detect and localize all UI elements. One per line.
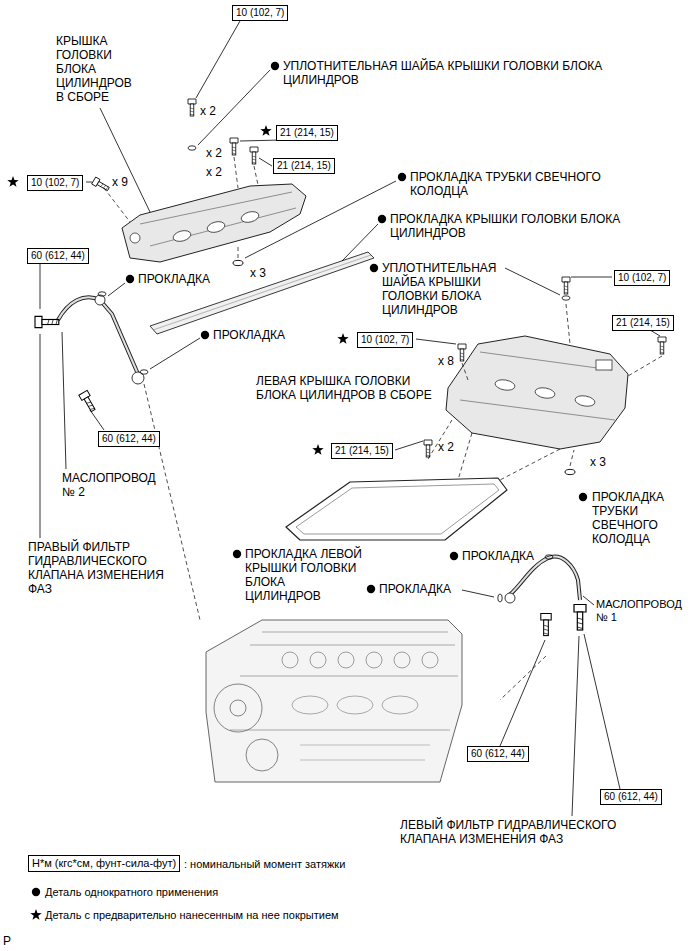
torque-value: 21 (214, 15) bbox=[616, 317, 670, 328]
torque-box: 10 (102, 7) bbox=[357, 332, 413, 348]
torque-box: 10 (102, 7) bbox=[27, 175, 83, 191]
part-name: ПРОКЛАДКА ЛЕВОЙ КРЫШКИ ГОЛОВКИ БЛОКА ЦИЛ… bbox=[245, 547, 363, 603]
part-name: ПРОКЛАДКА bbox=[138, 272, 210, 286]
part-name: ПРОКЛАДКА bbox=[379, 582, 451, 596]
leader-lines bbox=[40, 21, 660, 816]
part-name: ПРОКЛАДКА ТРУБКИ СВЕЧНОГО КОЛОДЦА bbox=[410, 170, 645, 198]
torque-value: 60 (612, 44) bbox=[604, 791, 658, 802]
legend-text: : номинальный момент затяжки bbox=[184, 857, 345, 871]
part-name: КРЫШКА ГОЛОВКИ БЛОКА ЦИЛИНДРОВ В СБОРЕ bbox=[56, 34, 136, 104]
quantity-label: x 3 bbox=[250, 266, 266, 280]
part-name: МАСЛОПРОВОД № 2 bbox=[62, 471, 162, 499]
part-name: УПЛОТНИТЕЛЬНАЯ ШАЙБА КРЫШКИ ГОЛОВКИ БЛОК… bbox=[283, 59, 603, 87]
torque-value: 10 (102, 7) bbox=[31, 177, 79, 188]
torque-value: 21 (214, 15) bbox=[277, 160, 331, 171]
cylinder-head-cover bbox=[122, 184, 306, 262]
quantity-label: x 2 bbox=[200, 104, 216, 118]
quantity-label: x 9 bbox=[112, 175, 128, 189]
quantity-label: x 2 bbox=[438, 440, 454, 454]
torque-value: 10 (102, 7) bbox=[236, 7, 284, 18]
torque-box: 60 (612, 44) bbox=[27, 248, 89, 264]
legend-text: Деталь однократного применения bbox=[45, 885, 218, 899]
oil-pipe-2 bbox=[35, 292, 148, 413]
quantity-label: x 8 bbox=[438, 354, 454, 368]
torque-box: 21 (214, 15) bbox=[331, 443, 393, 459]
torque-value: 21 (214, 15) bbox=[335, 445, 389, 456]
part-name: ПРОКЛАДКА bbox=[213, 328, 285, 342]
torque-box: 60 (612, 44) bbox=[600, 789, 662, 805]
engine-sketch bbox=[206, 620, 462, 782]
quantity-label: x 2 bbox=[206, 165, 222, 179]
cover-gasket bbox=[150, 252, 374, 334]
torque-box: 10 (102, 7) bbox=[614, 270, 670, 286]
part-name: ПРОКЛАДКА bbox=[462, 549, 534, 563]
torque-box: 21 (214, 15) bbox=[273, 158, 335, 174]
legend-torque-box: Н*м (кгс*см, фунт-сила-фут) bbox=[28, 855, 180, 872]
part-name: МАСЛОПРОВОД № 1 bbox=[596, 598, 686, 624]
legend-text: Деталь с предварительно нанесенным на не… bbox=[45, 908, 339, 922]
torque-value: 60 (612, 44) bbox=[31, 250, 85, 261]
torque-value: 21 (214, 15) bbox=[280, 127, 334, 138]
part-name: ЛЕВАЯ КРЫШКА ГОЛОВКИ БЛОКА ЦИЛИНДРОВ В С… bbox=[256, 374, 436, 402]
torque-value: 60 (612, 44) bbox=[471, 748, 525, 759]
quantity-label: x 2 bbox=[206, 146, 222, 160]
single-use-dots bbox=[32, 62, 587, 896]
part-name: ПРОКЛАДКА КРЫШКИ ГОЛОВКИ БЛОКА ЦИЛИНДРОВ bbox=[390, 212, 625, 240]
torque-box: 21 (214, 15) bbox=[612, 315, 674, 331]
torque-box: 60 (612, 44) bbox=[467, 746, 529, 762]
fasteners bbox=[92, 99, 666, 475]
left-cylinder-head-cover bbox=[446, 336, 628, 449]
part-name: ПРОКЛАДКА ТРУБКИ СВЕЧНОГО КОЛОДЦА bbox=[592, 490, 684, 546]
torque-value: Н*м (кгс*см, фунт-сила-фут) bbox=[32, 857, 176, 869]
torque-value: 10 (102, 7) bbox=[618, 272, 666, 283]
quantity-label: P bbox=[3, 934, 11, 948]
torque-box: 60 (612, 44) bbox=[98, 431, 160, 447]
part-name: УПЛОТНИТЕЛЬНАЯ ШАЙБА КРЫШКИ ГОЛОВКИ БЛОК… bbox=[382, 261, 512, 317]
assembly-lines bbox=[104, 157, 662, 700]
torque-value: 10 (102, 7) bbox=[361, 334, 409, 345]
pre-coated-stars bbox=[7, 125, 348, 920]
quantity-label: x 3 bbox=[590, 455, 606, 469]
torque-box: 21 (214, 15) bbox=[276, 125, 338, 141]
part-name: ПРАВЫЙ ФИЛЬТР ГИДРАВЛИЧЕСКОГО КЛАПАНА ИЗ… bbox=[28, 540, 178, 596]
torque-value: 60 (612, 44) bbox=[102, 433, 156, 444]
oil-pipe-1 bbox=[498, 555, 586, 636]
torque-box: 10 (102, 7) bbox=[232, 5, 288, 21]
part-name: ЛЕВЫЙ ФИЛЬТР ГИДРАВЛИЧЕСКОГО КЛАПАНА ИЗМ… bbox=[400, 818, 650, 846]
left-cover-gasket bbox=[286, 478, 507, 540]
